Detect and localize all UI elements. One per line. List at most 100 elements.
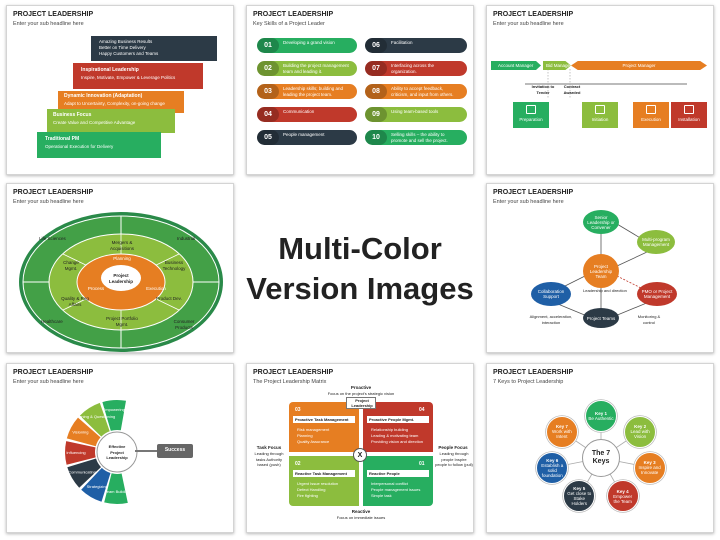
skill-text: Selling skills – the ability to promote … — [391, 132, 448, 143]
phase-0: Preparation — [513, 102, 549, 128]
key-text: Empower the Team — [613, 493, 633, 504]
key-label: Key 7 — [555, 424, 568, 429]
quadrant-item: Simple task — [371, 493, 392, 498]
ring-portfolio: Project Portfolio Mgmt. — [106, 316, 138, 327]
wheel-segment-label: Strategizing — [87, 484, 108, 489]
phase-label: Installation — [678, 117, 700, 122]
milestone-1: Invitation to Tender — [531, 84, 555, 95]
step-5-line-2: Better on Time Delivery — [99, 45, 146, 50]
skill-number: 06 — [365, 38, 387, 53]
slide-network[interactable]: PROJECT LEADERSHIP Enter your sub headli… — [486, 183, 714, 353]
key-label: Key 5 — [573, 486, 586, 492]
slide-subtitle: The Project Leadership Matrix — [253, 379, 327, 385]
slide-title: PROJECT LEADERSHIP — [493, 11, 574, 18]
quadrant-item: Urgent Issue resolution — [297, 481, 339, 486]
quadrant-title-bar: Proactive Task Management — [293, 416, 355, 423]
slide-ellipse[interactable]: PROJECT LEADERSHIP Enter your sub headli… — [6, 183, 234, 353]
step-1-line: Operational Execution for Delivery — [45, 144, 114, 149]
key-text: Lead with Vision — [630, 429, 650, 439]
quadrant-item: Quality Assurance — [297, 439, 330, 444]
ring-mergers: Mergers & Acquisitions — [109, 240, 134, 251]
wheel-hub — [96, 431, 138, 473]
slide-staircase[interactable]: PROJECT LEADERSHIP Enter your sub headli… — [6, 5, 234, 175]
wheel-segment-label: Team Building — [105, 489, 130, 494]
slide-subtitle: Enter your sub headline here — [493, 199, 564, 205]
axis-task-desc: Leading through tasks Authority based (p… — [254, 451, 284, 467]
skill-number: 07 — [365, 61, 387, 76]
role-account-manager: Account Manager — [491, 61, 541, 70]
wheel-segment-label: Influencing — [66, 450, 85, 455]
wheel-segment — [81, 467, 111, 502]
skill-number: 10 — [365, 130, 387, 145]
skill-10: 10 Selling skills – the ability to promot… — [365, 130, 467, 145]
slide-key-skills[interactable]: PROJECT LEADERSHIP Key Skills of a Proje… — [246, 5, 474, 175]
node-label: Project Teams — [586, 315, 616, 321]
phase-label: Execution — [641, 117, 661, 122]
quadrant-number: 04 — [419, 407, 425, 413]
node-label: Collaboration Support — [537, 289, 565, 299]
slide-seven-keys[interactable]: PROJECT LEADERSHIP 7 Keys to Project Lea… — [486, 363, 714, 533]
skill-text: Communication — [283, 109, 315, 114]
skill-text: People management — [283, 132, 325, 137]
node-project-teams: Project Teams — [583, 308, 619, 328]
skill-number: 03 — [257, 84, 279, 99]
skill-text: Ability to accept feedback, criticism, a… — [391, 86, 454, 97]
quadrant-item: Relationship building — [371, 427, 408, 432]
quadrant-2 — [289, 456, 359, 506]
matrix-center-box: Project Leadership — [346, 397, 376, 409]
ellipse-diagram — [19, 212, 223, 352]
inner-planning: Planning — [113, 256, 131, 261]
step-5-line-1: Amazing Business Results — [99, 39, 153, 44]
slide-subtitle: 7 Keys to Project Leadership — [493, 379, 564, 385]
wheel-segment — [65, 441, 96, 465]
step-3: Dynamic Innovation (Adaptation) Adapt to… — [58, 91, 184, 113]
quadrant-title-bar: Reactive Task Management — [293, 470, 355, 477]
role-bid-manager: Bid Manager — [543, 61, 571, 70]
main-title: Multi-Color Version Images — [246, 231, 474, 306]
ring-quality: Quality & Reg Affairs — [61, 296, 89, 307]
keys-center-label: The 7 Keys — [591, 450, 611, 465]
slide-wheel[interactable]: PROJECT LEADERSHIP Enter your sub headli… — [6, 363, 234, 533]
step-2-heading: Business Focus — [53, 112, 92, 118]
matrix-x-mark: X — [353, 448, 367, 462]
slide-subtitle: Enter your sub headline here — [493, 21, 564, 27]
slide-title: PROJECT LEADERSHIP — [493, 189, 574, 196]
node-multi-program: Multi-program Management — [637, 230, 675, 254]
node-label: Project Leadership Team — [589, 263, 613, 279]
wheel-segment-label: Visioning — [72, 430, 88, 435]
axis-people-desc: Leading through people Inspire people to… — [435, 451, 473, 467]
step-4-heading: Inspirational Leadership — [81, 67, 139, 73]
step-4: Inspirational Leadership Inspire, Motiva… — [73, 63, 203, 89]
ellipse-center: Project Leadership — [108, 273, 133, 284]
sector-healthcare: Healthcare — [41, 319, 63, 324]
slide-timeline[interactable]: PROJECT LEADERSHIP Enter your sub headli… — [486, 5, 714, 175]
key-label: Key 3 — [643, 460, 656, 465]
quadrant-item: Planning — [297, 433, 313, 438]
slide-title: PROJECT LEADERSHIP — [493, 369, 574, 376]
slide-subtitle: Enter your sub headline here — [13, 199, 84, 205]
label-monitoring: Monitoring & control — [637, 314, 661, 325]
slide-title: PROJECT LEADERSHIP — [253, 11, 334, 18]
quadrant-number: 01 — [419, 461, 425, 467]
ring-business-tech: Business Technology — [162, 260, 186, 271]
slide-title: PROJECT LEADERSHIP — [13, 189, 94, 196]
milestone-2: Contract Awarded — [563, 84, 581, 95]
slide-matrix[interactable]: PROJECT LEADERSHIP The Project Leadershi… — [246, 363, 474, 533]
label-leadership-direction: Leadership and direction — [583, 288, 627, 293]
node-label: PMO or Project Management — [641, 289, 673, 299]
axis-proactive-desc: Focus on the project's strategic vision — [327, 391, 395, 396]
quadrant-item: Defect Handling — [297, 487, 326, 492]
quadrant-3 — [289, 402, 359, 452]
step-5-line-3: Happy Customers and Teams — [99, 51, 159, 56]
skill-number: 04 — [257, 107, 279, 122]
quadrant-item: Leading & motivating team — [371, 433, 419, 438]
